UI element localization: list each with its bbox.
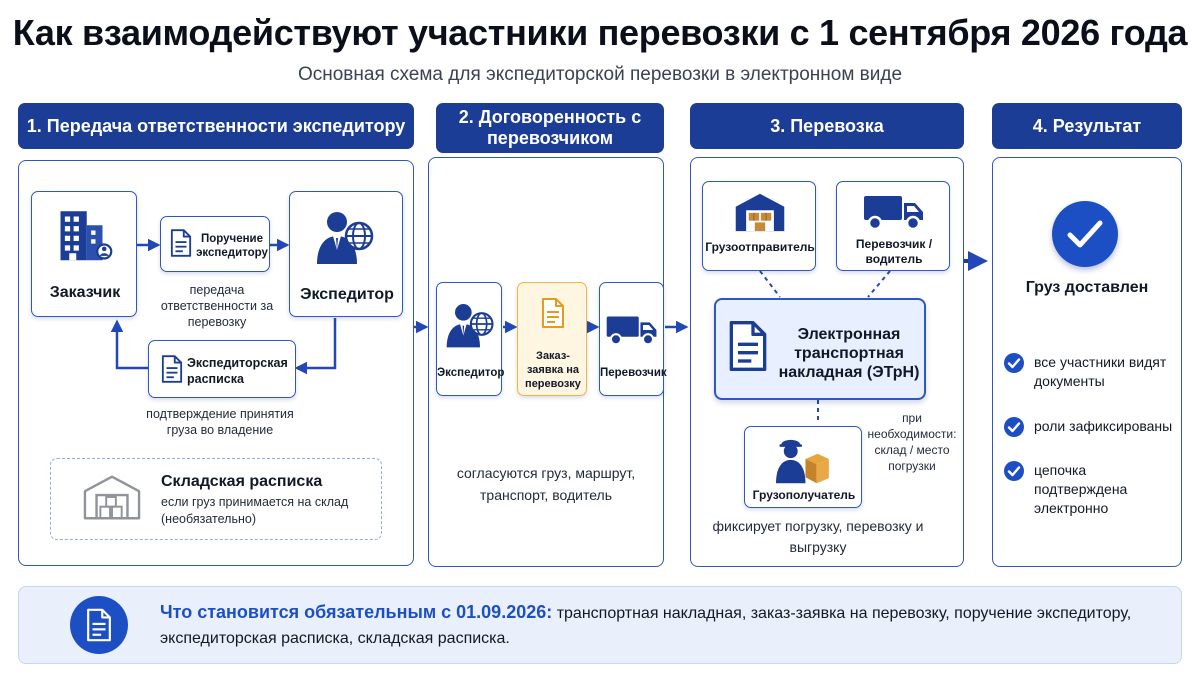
check-item: роли зафиксированы [1004,417,1174,437]
businessman-globe-icon [443,299,497,349]
receipt-doc-label: Экспедиторская расписка [187,356,288,386]
document-icon [728,318,768,374]
step-header-4: 4. Результат [992,103,1182,149]
shipper-card[interactable]: Грузоотправитель [702,181,816,271]
stage3-carrier-card[interactable]: Перевозчик / водитель [836,181,950,271]
document-icon [161,355,183,383]
forwarder-card[interactable]: Экспедитор [289,191,403,317]
warehouse-receipt-box[interactable]: Складская расписка если груз принимается… [50,458,382,540]
check-icon [1004,417,1024,437]
request-doc-card[interactable]: Заказ-заявка на перевозку [517,282,587,396]
office-building-icon [57,206,113,262]
customer-label: Заказчик [49,284,121,301]
step-header-3: 3. Перевозка [690,103,964,149]
truck-icon [605,313,659,347]
stage2-carrier-card[interactable]: Перевозчик [599,282,667,396]
check-item-text: роли зафиксированы [1034,418,1173,434]
stage3-caption: фиксирует погрузку, перевозку и выгрузку [712,518,924,555]
banner-document-icon [70,596,128,654]
truck-icon [862,192,926,232]
check-item: цепочка подтверждена электронно [1004,461,1174,518]
stage3-note: при необходимости: склад / место погрузк… [867,411,957,473]
request-doc-label: Заказ-заявка на перевозку [525,350,581,390]
worker-box-icon [769,433,835,485]
result-title: Груз доставлен [1025,279,1149,296]
warehouse-receipt-title: Складская расписка [161,473,323,490]
document-icon [541,297,565,329]
check-icon [1004,461,1024,481]
etrn-label: Электронная транспортная накладная (ЭТрН… [778,326,920,381]
bottom-banner-text: Что становится обязательным с 01.09.2026… [160,600,1170,651]
check-item-text: цепочка подтверждена электронно [1034,462,1128,516]
consignee-label: Грузополучатель [752,488,856,502]
check-icon [1004,353,1024,373]
stage2-forwarder-label: Экспедитор [437,367,505,379]
stage2-forwarder-card[interactable]: Экспедитор [436,282,505,396]
warehouse-icon [734,190,786,234]
stage2-caption: согласуются груз, маршрут, транспорт, во… [456,465,636,503]
warehouse-icon [83,473,141,521]
receipt-doc-card[interactable]: Экспедиторская расписка [148,340,296,398]
bottom-banner [18,586,1182,664]
etrn-card[interactable]: Электронная транспортная накладная (ЭТрН… [714,298,926,400]
check-item: все участники видят документы [1004,353,1174,391]
bottom-banner-body: транспортная накладная, заказ-заявка на … [160,605,1132,647]
page-title: Как взаимодействуют участники перевозки … [12,12,1188,53]
warehouse-receipt-text: если груз принимается на склад (необязат… [161,495,349,526]
page-subtitle: Основная схема для экспедиторской перево… [297,64,903,85]
order-doc-label: Поручение экспедитору [196,233,268,259]
stage3-carrier-label: Перевозчик / водитель [855,237,933,266]
bottom-banner-lead: Что становится обязательным с 01.09.2026… [160,602,553,622]
order-caption: передача ответственности за перевозку [160,283,274,329]
customer-card[interactable]: Заказчик [31,191,137,317]
receipt-caption: подтверждение принятия груза во владение [146,407,294,437]
delivered-check-icon [1052,201,1118,267]
step-header-2: 2. Договоренность с перевозчиком [436,103,664,153]
forwarder-label: Экспедитор [300,286,394,303]
consignee-card[interactable]: Грузополучатель [744,426,862,508]
order-doc-card[interactable]: Поручение экспедитору [160,216,270,272]
stage2-carrier-label: Перевозчик [600,367,667,379]
businessman-globe-icon [312,206,378,266]
check-item-text: все участники видят документы [1034,354,1167,389]
step-header-1: 1. Передача ответственности экспедитору [18,103,414,149]
shipper-label: Грузоотправитель [705,240,815,254]
document-icon [170,229,192,257]
